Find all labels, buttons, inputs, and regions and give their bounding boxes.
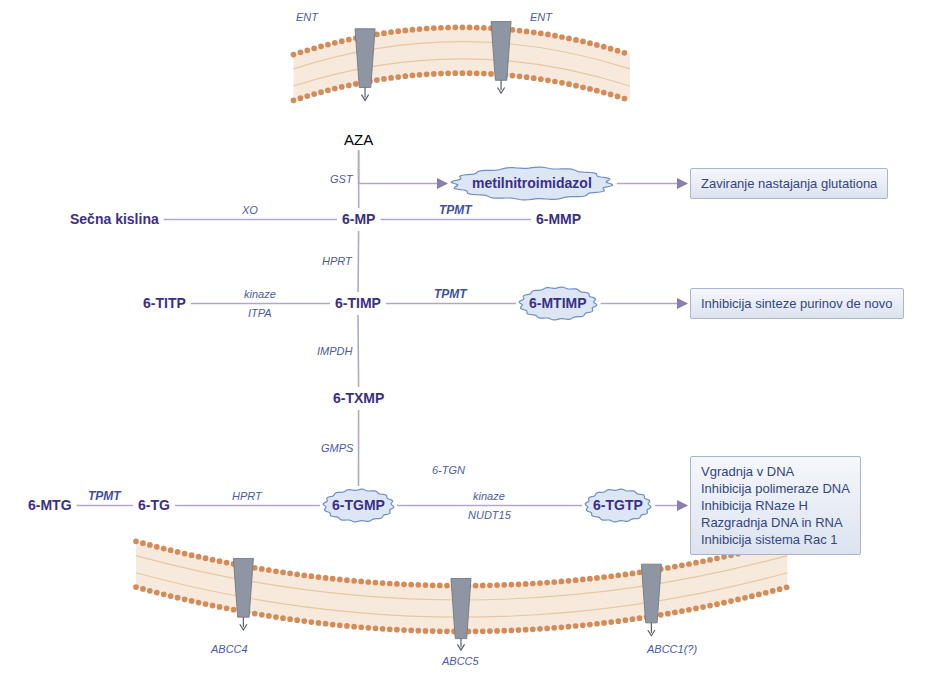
transport-arrow [497, 80, 504, 93]
metabolite-text: 6-TG [135, 496, 173, 515]
reaction-line [386, 303, 516, 305]
lipid-tails [293, 42, 629, 69]
reaction-line [358, 410, 360, 486]
reaction-line [655, 505, 687, 507]
annotation-label: ENT [530, 11, 552, 24]
enzyme-label: kinaze [473, 490, 505, 503]
metabolite-name: 6-MTG [25, 496, 75, 515]
enzyme-label: IMPDH [317, 345, 352, 358]
cloud-shape [585, 489, 651, 522]
active-metabolite-cloud: 6-TGTP [584, 488, 652, 523]
annotation-label: ABCC1(?) [647, 643, 697, 656]
metabolite-text: 6-TGTP [593, 497, 643, 514]
metabolite-name: 6-TG [135, 496, 173, 515]
lipid-heads [293, 73, 629, 100]
effect-text: Inhibicija sistema Rac 1 [701, 531, 850, 548]
annotation-label: 6-TGN [432, 464, 465, 477]
effect-box: Vgradnja v DNAInhibicija polimeraze DNAI… [690, 456, 861, 555]
cloud-shape [519, 287, 597, 320]
annotation-label: ENT [296, 11, 318, 24]
cloud-shape [451, 167, 612, 200]
active-metabolite-cloud: 6-TGMP [322, 488, 395, 523]
metabolite-text: 6-TXMP [330, 389, 387, 408]
metabolite-text: 6-TGMP [332, 497, 385, 514]
metabolite-text: 6-TIMP [332, 294, 384, 313]
enzyme-label: TPMT [434, 288, 467, 301]
enzyme-label: XO [242, 204, 258, 217]
transporter [641, 564, 661, 623]
metabolite-text: 6-MTG [25, 496, 75, 515]
metabolite-text: AZA [344, 131, 373, 148]
enzyme-label: HPRT [232, 490, 262, 503]
reaction-line [617, 183, 687, 185]
enzyme-label: kinaze [244, 288, 276, 301]
reaction-line [191, 303, 330, 305]
transport-arrow [648, 623, 655, 636]
metabolite-text: metilnitroimidazol [472, 175, 592, 192]
effect-text: Vgradnja v DNA [701, 463, 850, 480]
reaction-line [359, 151, 447, 184]
reaction-line [381, 219, 532, 221]
metabolite-text: 6-MP [339, 210, 378, 229]
metabolite-name: 6-TITP [140, 294, 189, 313]
effect-text: Inhibicija polimeraze DNA [701, 480, 850, 497]
transporter [355, 29, 375, 88]
metabolite-text: 6-MMP [533, 210, 584, 229]
metabolite-name: 6-MP [339, 210, 378, 229]
transporter [491, 22, 511, 81]
transport-arrow [361, 87, 368, 100]
effect-box: Inhibicija sinteze purinov de novo [690, 288, 904, 319]
effect-text: Razgradnja DNA in RNA [701, 514, 850, 531]
transporter [233, 558, 253, 617]
reaction-line [357, 231, 359, 292]
metabolite-name: 6-TIMP [332, 294, 384, 313]
cloud-shape [323, 489, 394, 522]
effect-text: Inhibicija RNaze H [701, 497, 850, 514]
enzyme-label: GMPS [321, 442, 353, 455]
annotation-label: ABCC5 [442, 655, 479, 668]
reaction-line [175, 505, 320, 507]
bilayer [293, 27, 629, 100]
metabolite-text: 6-MTIMP [529, 295, 587, 312]
reaction-line [357, 315, 359, 387]
effect-box: Zaviranje nastajanja glutationa [690, 168, 888, 199]
metabolite-name: 6-MMP [533, 210, 584, 229]
effect-text: Inhibicija sinteze purinov de novo [701, 295, 893, 312]
reaction-line [164, 219, 337, 221]
transporter [451, 578, 471, 638]
metabolite-text: Sečna kislina [67, 210, 162, 229]
metabolite-text: 6-TITP [140, 294, 189, 313]
active-metabolite-cloud: metilnitroimidazol [450, 166, 614, 201]
bottom-membrane [136, 541, 787, 650]
annotation-label: ABCC4 [211, 643, 248, 656]
drug-name: AZA [344, 131, 373, 148]
transport-arrow [457, 639, 464, 650]
enzyme-label: ITPA [248, 307, 272, 320]
reaction-line [77, 505, 133, 507]
metabolite-name: Sečna kislina [67, 210, 162, 229]
metabolite-name: 6-TXMP [330, 389, 387, 408]
effect-text: Zaviranje nastajanja glutationa [701, 175, 877, 192]
enzyme-label: GST [330, 173, 353, 186]
transport-arrow [240, 617, 247, 630]
active-metabolite-cloud: 6-MTIMP [518, 286, 598, 321]
enzyme-label: NUDT15 [468, 509, 511, 522]
enzyme-label: HPRT [322, 255, 352, 268]
reaction-line [397, 505, 582, 507]
enzyme-label: TPMT [439, 204, 472, 217]
lipid-heads [293, 27, 629, 54]
reaction-line [601, 303, 687, 305]
top-membrane [293, 22, 629, 101]
enzyme-label: TPMT [88, 490, 121, 503]
